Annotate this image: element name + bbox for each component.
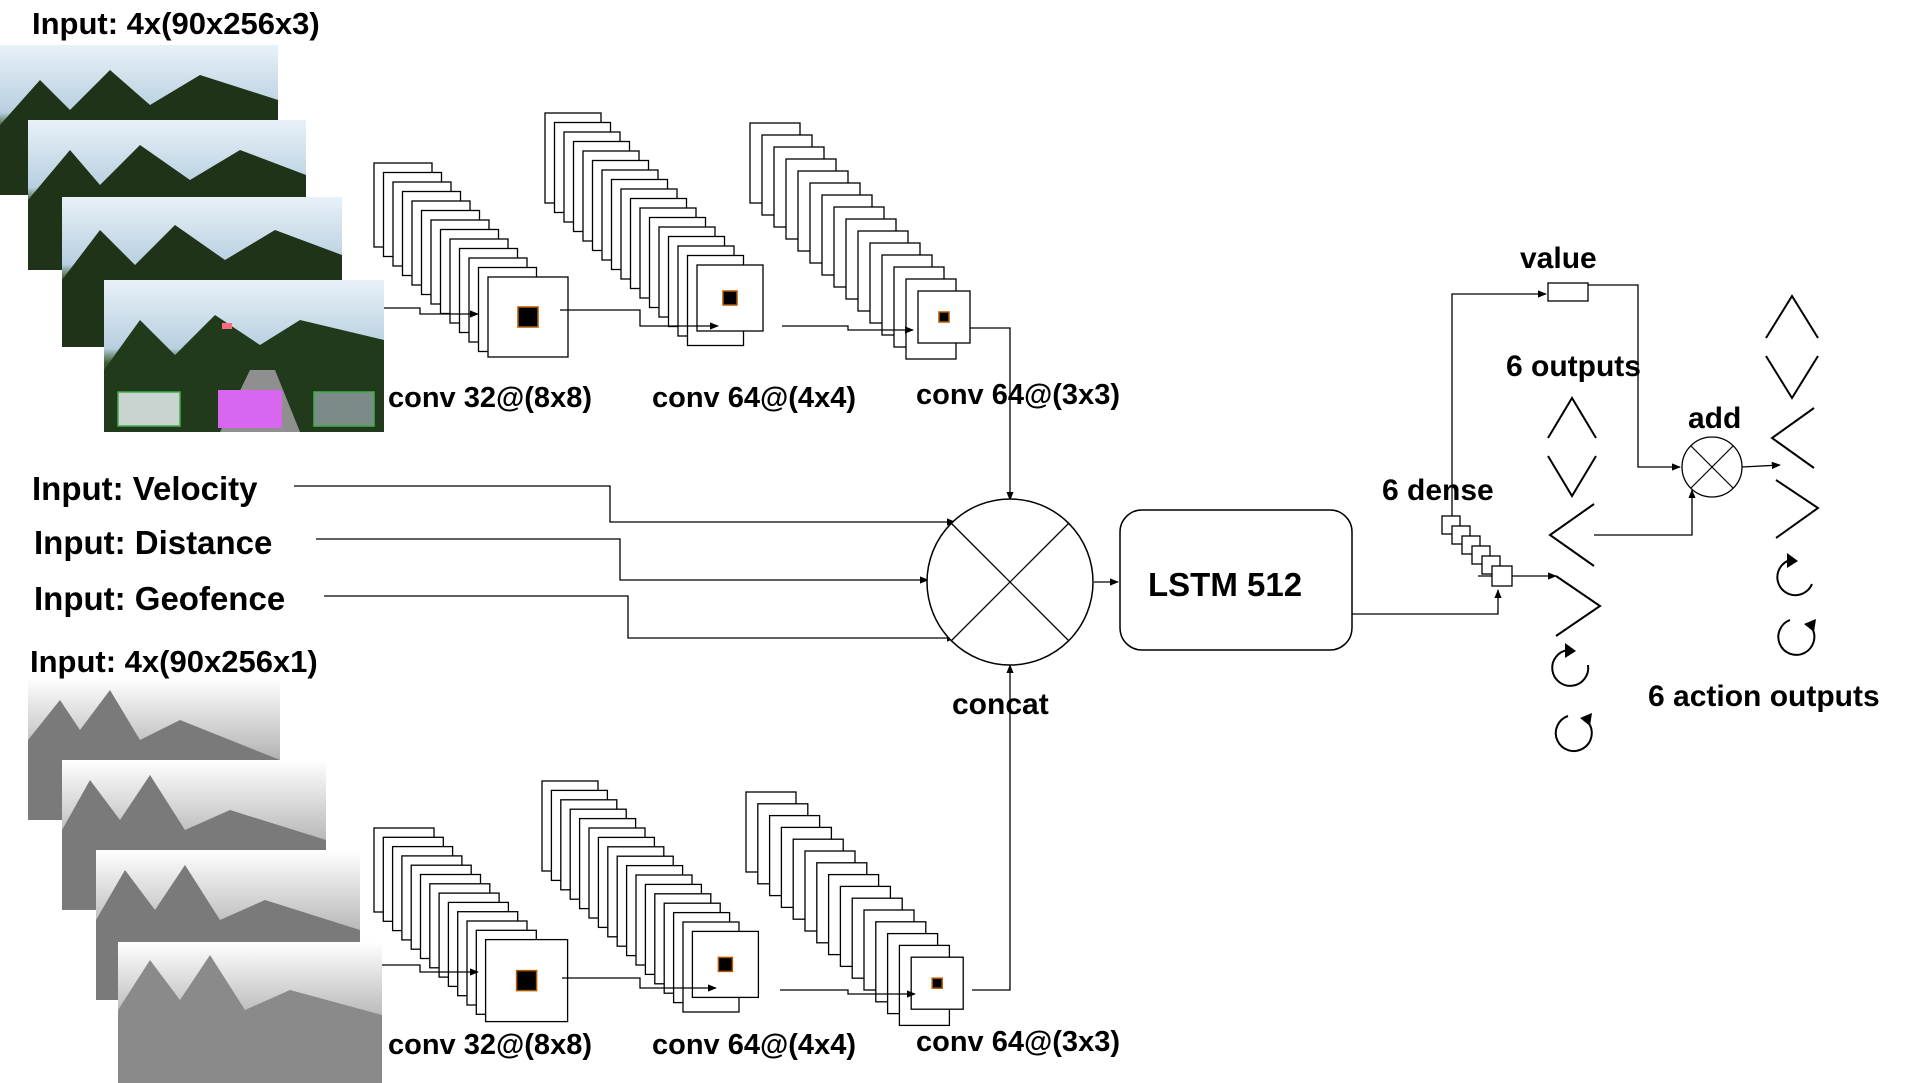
value-label: value — [1520, 242, 1597, 275]
rotate-ccw-icon — [1777, 619, 1816, 656]
filter-kernel — [717, 956, 734, 973]
left-chevron-icon — [1548, 503, 1595, 567]
rotate-cw-icon — [1551, 643, 1590, 687]
filter-kernel — [517, 306, 539, 328]
input-distance-label: Input: Distance — [34, 524, 272, 561]
bottom-conv3-label: conv 64@(3x3) — [916, 1026, 1120, 1058]
up-chevron-icon — [1547, 396, 1597, 439]
bottom-conv1-stack — [373, 827, 569, 1023]
top-conv1-stack — [373, 162, 569, 358]
add-node — [1681, 436, 1743, 498]
input-velocity-label: Input: Velocity — [32, 470, 258, 507]
right-chevron-icon — [1555, 575, 1602, 637]
rotate-cw-icon — [1776, 553, 1813, 597]
lstm-block — [1119, 509, 1353, 651]
outputs-icons — [1547, 396, 1602, 752]
filter-kernel — [722, 290, 738, 306]
bottom-conv2-stack — [541, 780, 760, 1013]
down-chevron-icon — [1765, 355, 1819, 400]
up-chevron-icon — [1765, 294, 1819, 339]
filter-kernel — [931, 977, 943, 989]
input-depth-label: Input: 4x(90x256x1) — [30, 644, 318, 679]
concat-label: concat — [952, 688, 1049, 721]
add-label: add — [1688, 402, 1741, 435]
rgb-frame-front — [104, 280, 384, 432]
conv-stacks — [373, 112, 971, 1027]
dense-layer — [1441, 515, 1513, 587]
depth-frame-front — [118, 942, 382, 1083]
value-unit — [1547, 282, 1589, 302]
top-conv3-label: conv 64@(3x3) — [916, 379, 1120, 411]
lstm-label: LSTM 512 — [1148, 566, 1302, 603]
connections — [294, 284, 1781, 998]
rotate-ccw-icon — [1554, 713, 1593, 752]
rgb-frame-stack — [0, 45, 384, 432]
down-chevron-icon — [1547, 455, 1597, 498]
bottom-conv1-label: conv 32@(8x8) — [388, 1029, 592, 1061]
right-chevron-icon — [1775, 479, 1820, 539]
left-chevron-icon — [1770, 407, 1815, 469]
top-conv3-stack — [749, 122, 971, 360]
outputs-label: 6 outputs — [1506, 350, 1641, 383]
concat-node — [926, 498, 1094, 666]
filter-kernel — [938, 311, 950, 323]
input-geofence-label: Input: Geofence — [34, 580, 285, 617]
depth-frame-stack — [28, 678, 382, 1083]
filter-kernel — [515, 969, 538, 992]
bottom-conv2-label: conv 64@(4x4) — [652, 1029, 856, 1061]
bottom-conv3-stack — [745, 791, 964, 1027]
top-conv1-label: conv 32@(8x8) — [388, 382, 592, 414]
input-rgb-label: Input: 4x(90x256x3) — [32, 6, 320, 41]
dense-label: 6 dense — [1382, 474, 1494, 507]
top-conv2-stack — [544, 112, 764, 347]
action-outputs-label: 6 action outputs — [1648, 680, 1880, 713]
top-conv2-label: conv 64@(4x4) — [652, 382, 856, 414]
action-outputs-icons — [1765, 294, 1820, 656]
